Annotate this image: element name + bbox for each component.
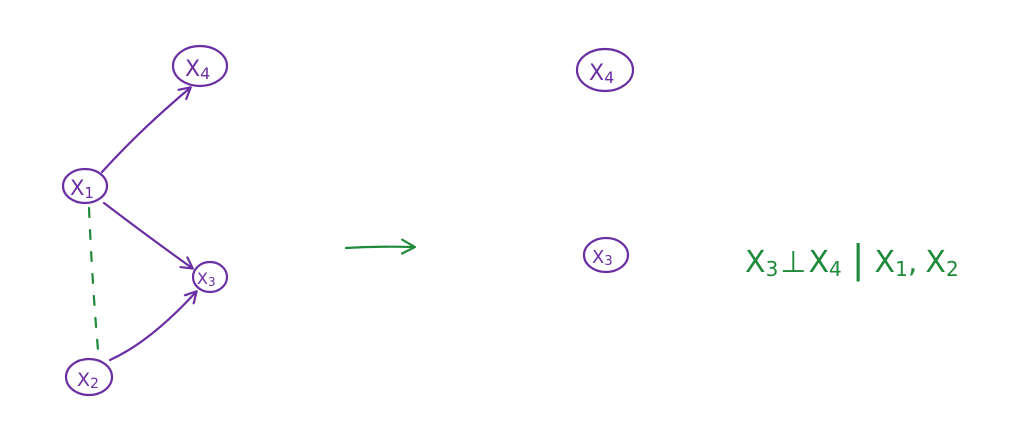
svg-text:X3⊥X4|X1,X2: X3⊥X4|X1,X2 [745,237,959,282]
formula-rhs-subscript: 4 [829,257,842,281]
result-node-x3-label: X [592,247,604,268]
node-x1-subscript: 1 [84,184,94,202]
node-x2: X2 [64,357,114,397]
result-node-x3-subscript: 3 [604,254,612,269]
formula-cond1-subscript: 1 [895,257,908,281]
node-x4: X4 [171,44,229,88]
edge-x1-x3 [102,201,192,268]
svg-text:X2: X2 [77,369,99,392]
formula-lhs: X [745,245,766,280]
result-node-x3: X3 [582,236,630,274]
node-x2-subscript: 2 [90,376,99,392]
independence-symbol: ⊥ [780,245,806,280]
dashed-edge-x1-x2 [87,206,100,352]
svg-text:X3: X3 [197,269,216,289]
edge-x1-x4 [100,88,190,174]
svg-text:X1: X1 [70,176,94,202]
node-x4-subscript: 4 [200,64,210,83]
conditional-independence-formula: X3⊥X4|X1,X2 [745,237,959,282]
node-x1-label: X [70,176,84,200]
formula-cond2-subscript: 2 [946,257,959,281]
svg-text:X4: X4 [589,61,614,87]
result-node-x4: X4 [575,47,635,93]
node-x3: X3 [191,260,229,294]
transform-arrow [344,247,414,248]
formula-comma: , [908,245,918,280]
node-x3-subscript: 3 [208,275,216,289]
svg-text:X3: X3 [592,247,613,269]
node-x3-label: X [197,269,208,288]
formula-cond1: X [875,245,896,280]
result-node-x4-label: X [589,61,604,86]
formula-cond2: X [925,245,946,280]
given-bar: | [852,237,865,282]
node-x1: X1 [61,167,109,205]
edge-x2-x3 [108,292,196,362]
result-node-x4-subscript: 4 [604,68,614,87]
node-x2-label: X [77,369,90,391]
svg-text:X4: X4 [185,57,210,83]
node-x4-label: X [185,57,200,82]
formula-rhs: X [808,245,829,280]
formula-lhs-subscript: 3 [766,257,779,281]
